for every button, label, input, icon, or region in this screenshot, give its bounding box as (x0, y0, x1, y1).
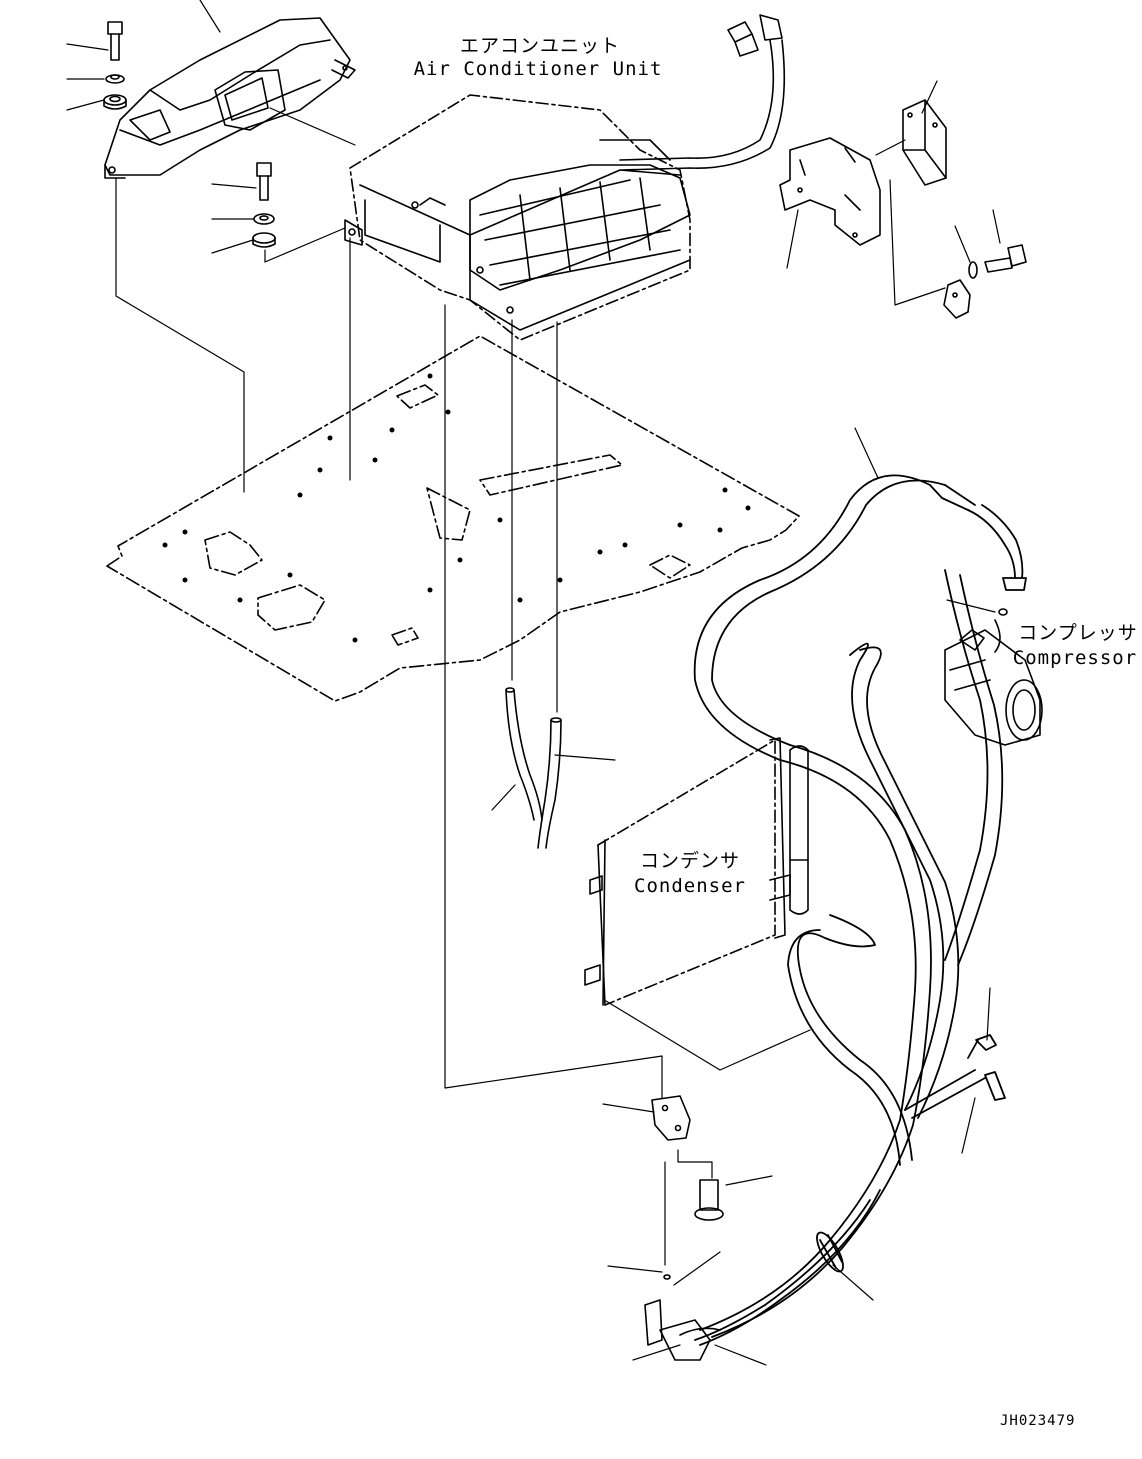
drain-tube-1 (505, 687, 543, 821)
condenser (584, 737, 809, 1006)
drawing-code: JH023479 (1000, 1413, 1076, 1429)
air-conditioner-unit (344, 94, 691, 341)
harness-connector (619, 14, 786, 171)
aircon-label-jp: エアコンユニット (459, 35, 620, 57)
drain-tube-2 (537, 717, 562, 849)
sensor-small (998, 608, 1008, 616)
floor-plate-holes (162, 373, 751, 643)
leader-lines (66, 0, 1001, 1366)
bolt-set-2 (252, 162, 276, 248)
air-duct (104, 17, 356, 179)
refrigerant-hose (693, 474, 1027, 1346)
compressor-label-jp: コンプレッサ (1018, 622, 1138, 644)
condenser-label-en: Condenser (634, 875, 746, 897)
bolt-set-4 (694, 1179, 724, 1221)
bolt-set-1 (103, 21, 127, 110)
bracket (779, 137, 881, 246)
sensor-switch (943, 279, 971, 319)
bolt-set-3 (968, 244, 1027, 279)
compressor-label-en: Compressor (1012, 647, 1138, 669)
hose-fittings-bottom (644, 1274, 721, 1361)
compressor (944, 619, 1043, 746)
clamp-bracket (651, 1095, 691, 1141)
controller-box (902, 99, 947, 186)
aircon-label-en: Air Conditioner Unit (413, 58, 663, 80)
condenser-label-jp: コンデンサ (639, 850, 740, 872)
floor-plate (106, 335, 800, 702)
